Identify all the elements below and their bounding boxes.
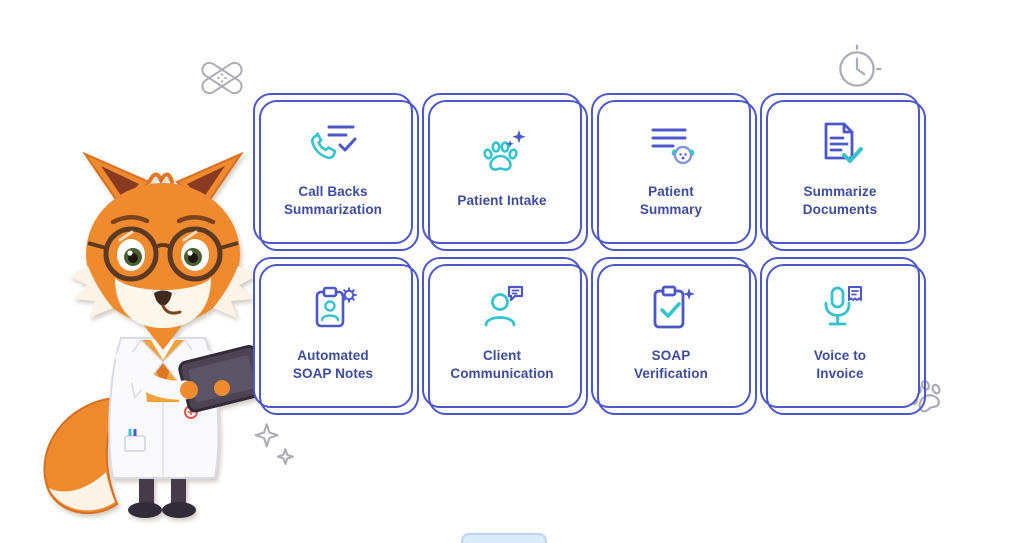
person-chat-icon bbox=[484, 286, 524, 327]
card-voice-to-invoice[interactable]: Voice to Invoice bbox=[760, 257, 920, 408]
feature-cards-grid: Call Backs Summarization Patient Intake bbox=[253, 93, 920, 408]
card-call-backs-summarization[interactable]: Call Backs Summarization bbox=[253, 93, 413, 244]
card-label: Call Backs Summarization bbox=[283, 184, 383, 217]
card-client-communication[interactable]: Client Communication bbox=[422, 257, 582, 408]
document-check-icon bbox=[824, 123, 863, 164]
fox-veterinarian-mascot bbox=[43, 151, 265, 518]
clipboard-check-sparkle-icon bbox=[653, 286, 695, 329]
paw-sparkle-icon bbox=[483, 130, 526, 172]
microphone-invoice-icon bbox=[824, 286, 862, 326]
card-label: Automated SOAP Notes bbox=[292, 348, 374, 381]
card-label: Voice to Invoice bbox=[813, 348, 867, 381]
sparkles-doodle-icon bbox=[254, 423, 294, 466]
card-label: Client Communication bbox=[450, 348, 554, 381]
card-label: Patient Summary bbox=[639, 184, 703, 217]
card-label: SOAP Verification bbox=[634, 348, 708, 381]
card-patient-intake[interactable]: Patient Intake bbox=[422, 93, 582, 244]
card-label: Patient Intake bbox=[457, 193, 547, 209]
card-label: Summarize Documents bbox=[802, 184, 878, 217]
next-section-top-edge bbox=[461, 533, 547, 543]
summary-dog-icon bbox=[651, 128, 695, 165]
card-soap-verification[interactable]: SOAP Verification bbox=[591, 257, 751, 408]
phone-summary-icon bbox=[310, 125, 357, 160]
card-summarize-documents[interactable]: Summarize Documents bbox=[760, 93, 920, 244]
bandaid-doodle-icon bbox=[201, 61, 243, 95]
card-patient-summary[interactable]: Patient Summary bbox=[591, 93, 751, 244]
clipboard-person-gear-icon bbox=[315, 287, 357, 328]
clock-doodle-icon bbox=[839, 44, 882, 87]
card-automated-soap-notes[interactable]: Automated SOAP Notes bbox=[253, 257, 413, 408]
